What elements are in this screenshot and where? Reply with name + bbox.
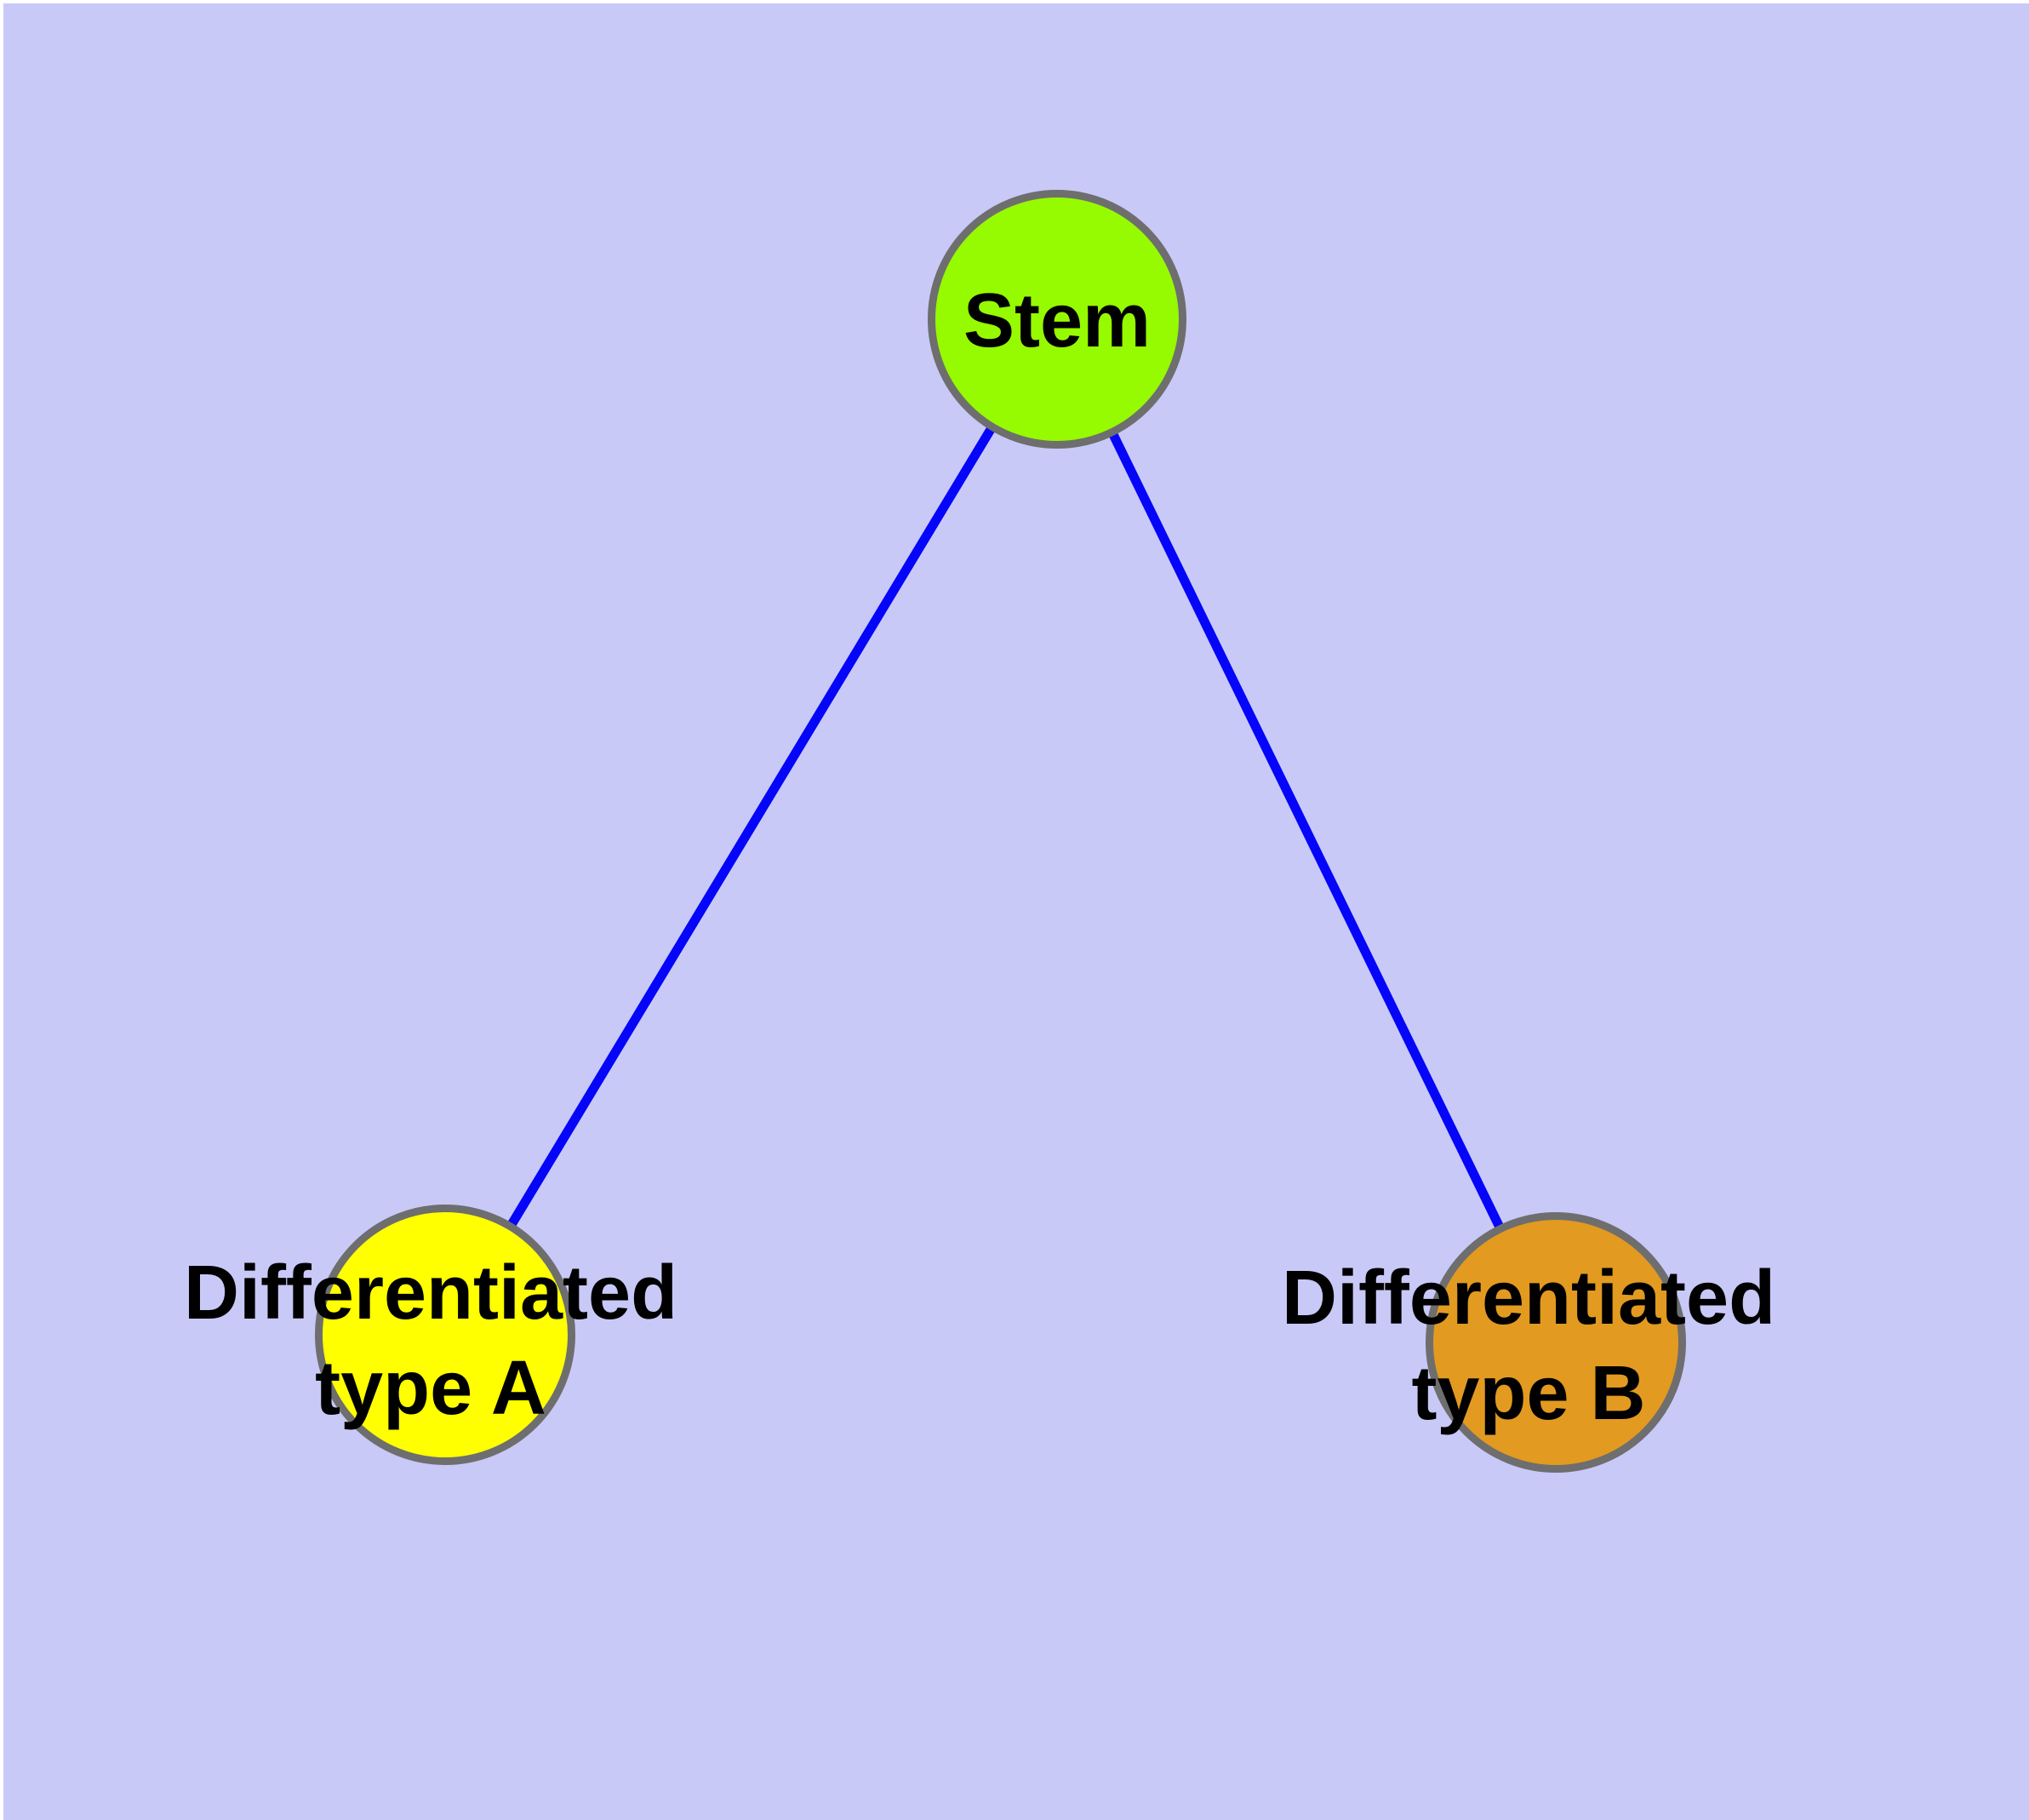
node-differentiated-type-a[interactable]: [315, 1205, 575, 1465]
node-label-differentiated-type-b: Differentiated type B: [1282, 1251, 1775, 1441]
type-b-label-line2: type B: [1411, 1351, 1646, 1436]
node-label-differentiated-type-a: Differentiated type A: [184, 1245, 677, 1436]
graph-canvas: Stem Differentiated type A Differentiate…: [3, 3, 2029, 1820]
stem-label-text: Stem: [963, 278, 1152, 363]
type-b-label-line1: Differentiated: [1281, 1256, 1776, 1341]
type-a-label-line2: type A: [315, 1346, 546, 1431]
edge-stem-to-type-a[interactable]: [441, 317, 1061, 1337]
node-stem[interactable]: [928, 190, 1186, 449]
node-differentiated-type-b[interactable]: [1426, 1212, 1686, 1473]
type-a-label-line1: Differentiated: [183, 1251, 678, 1336]
edge-layer: [441, 317, 1560, 1345]
node-label-stem: Stem: [963, 273, 1151, 369]
edge-stem-to-type-b[interactable]: [1053, 317, 1560, 1345]
